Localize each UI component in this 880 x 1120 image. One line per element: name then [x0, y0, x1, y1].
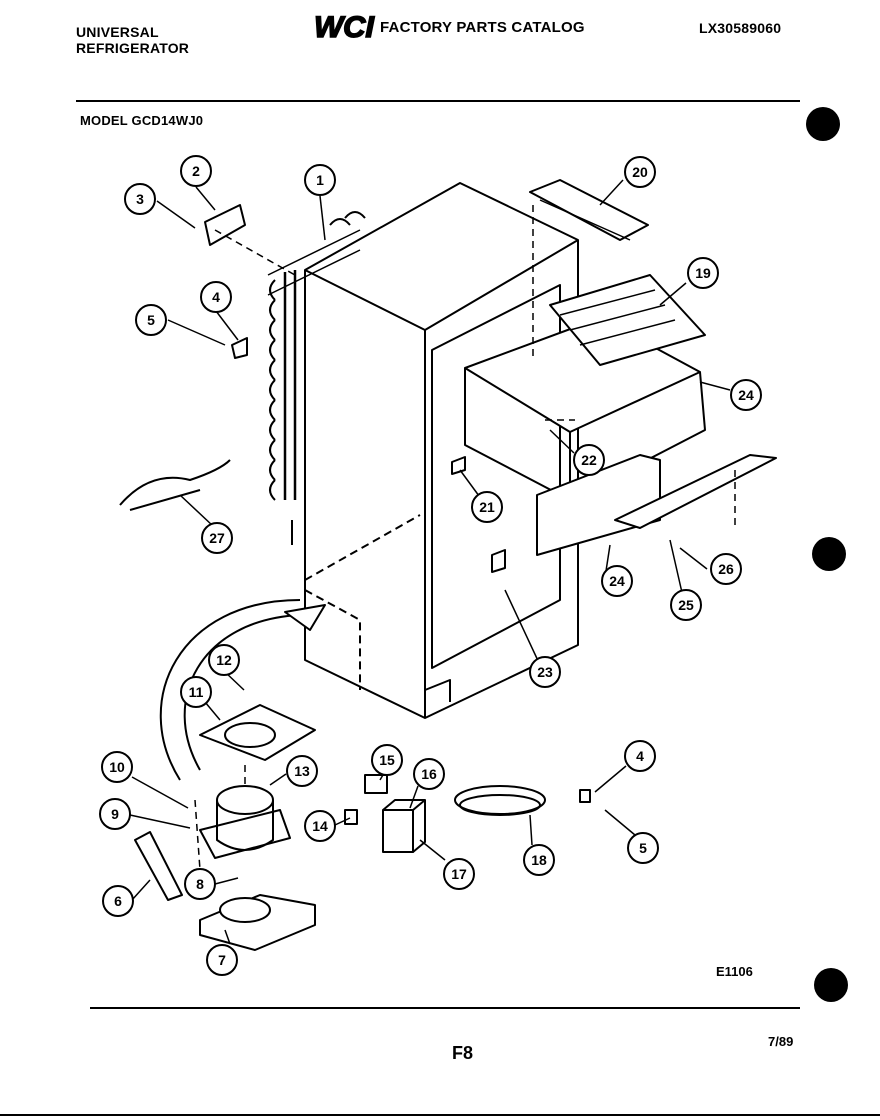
- callout-11: 11: [180, 676, 212, 708]
- callout-8: 8: [184, 868, 216, 900]
- callout-19: 19: [687, 257, 719, 289]
- footer-divider: [90, 1007, 800, 1009]
- model-number: MODEL GCD14WJ0: [80, 113, 204, 128]
- callout-1: 1: [304, 164, 336, 196]
- svg-text:16: 16: [421, 766, 437, 782]
- revision-date: 7/89: [768, 1034, 794, 1049]
- svg-text:2: 2: [192, 163, 200, 179]
- svg-text:19: 19: [695, 265, 711, 281]
- callout-16: 16: [413, 758, 445, 790]
- svg-text:7: 7: [218, 952, 226, 968]
- header-divider: [76, 100, 800, 102]
- svg-text:5: 5: [639, 840, 647, 856]
- callout-24-lower: 24: [601, 565, 633, 597]
- svg-text:27: 27: [209, 530, 225, 546]
- svg-text:8: 8: [196, 876, 204, 892]
- callout-12: 12: [208, 644, 240, 676]
- leader-lines: [129, 179, 731, 945]
- svg-text:10: 10: [109, 759, 125, 775]
- page-edge-line: [0, 1114, 880, 1116]
- callout-20: 20: [624, 156, 656, 188]
- svg-text:22: 22: [581, 452, 597, 468]
- callout-13: 13: [286, 755, 318, 787]
- callout-24-upper: 24: [730, 379, 762, 411]
- svg-text:17: 17: [451, 866, 467, 882]
- svg-text:1: 1: [316, 172, 324, 188]
- callout-10: 10: [101, 751, 133, 783]
- svg-text:18: 18: [531, 852, 547, 868]
- callout-5: 5: [135, 304, 167, 336]
- callout-3: 3: [124, 183, 156, 215]
- callout-6: 6: [102, 885, 134, 917]
- cabinet-drawing: [304, 179, 777, 719]
- wci-logo: WCI: [313, 10, 375, 44]
- callout-18: 18: [523, 844, 555, 876]
- binder-hole: [814, 968, 848, 1002]
- callout-4: 4: [200, 281, 232, 313]
- svg-text:25: 25: [678, 597, 694, 613]
- compressor-drawing: [134, 704, 316, 951]
- svg-text:23: 23: [537, 664, 553, 680]
- condenser-coil-drawing: [267, 211, 366, 545]
- svg-text:12: 12: [216, 652, 232, 668]
- svg-text:5: 5: [147, 312, 155, 328]
- callout-14: 14: [304, 810, 336, 842]
- catalog-number: LX30589060: [699, 20, 782, 36]
- bracket-drawing: [204, 204, 246, 246]
- product-type: REFRIGERATOR: [76, 40, 190, 56]
- callout-21: 21: [471, 491, 503, 523]
- svg-text:9: 9: [111, 806, 119, 822]
- callout-4-right: 4: [624, 740, 656, 772]
- callout-7: 7: [206, 944, 238, 976]
- callout-2: 2: [180, 155, 212, 187]
- svg-text:24: 24: [609, 573, 625, 589]
- wire-harness-drawing: [119, 459, 231, 511]
- assembly-arrow: [159, 599, 301, 781]
- logo-text: WCI: [314, 11, 375, 44]
- svg-text:11: 11: [189, 684, 204, 700]
- callout-22: 22: [573, 444, 605, 476]
- callout-17: 17: [443, 858, 475, 890]
- callout-25: 25: [670, 589, 702, 621]
- svg-text:15: 15: [379, 752, 395, 768]
- svg-text:3: 3: [136, 191, 144, 207]
- callout-23: 23: [529, 656, 561, 688]
- callout-9: 9: [99, 798, 131, 830]
- svg-text:6: 6: [114, 893, 122, 909]
- svg-text:26: 26: [718, 561, 734, 577]
- callout-5-right: 5: [627, 832, 659, 864]
- callout-27: 27: [201, 522, 233, 554]
- assembly-lines: [194, 205, 736, 871]
- binder-hole: [812, 537, 846, 571]
- svg-text:14: 14: [312, 818, 328, 834]
- binder-hole: [806, 107, 840, 141]
- svg-text:4: 4: [212, 289, 220, 305]
- brand-name: UNIVERSAL: [76, 24, 159, 40]
- catalog-title: FACTORY PARTS CATALOG: [380, 19, 585, 36]
- svg-text:24: 24: [738, 387, 754, 403]
- callout-15: 15: [371, 744, 403, 776]
- callout-26: 26: [710, 553, 742, 585]
- svg-text:13: 13: [294, 763, 310, 779]
- page-number: F8: [452, 1043, 474, 1063]
- electrical-parts-drawing: [344, 774, 591, 853]
- diagram-code: E1106: [716, 964, 753, 979]
- svg-text:21: 21: [479, 499, 495, 515]
- svg-text:4: 4: [636, 748, 644, 764]
- svg-text:20: 20: [632, 164, 648, 180]
